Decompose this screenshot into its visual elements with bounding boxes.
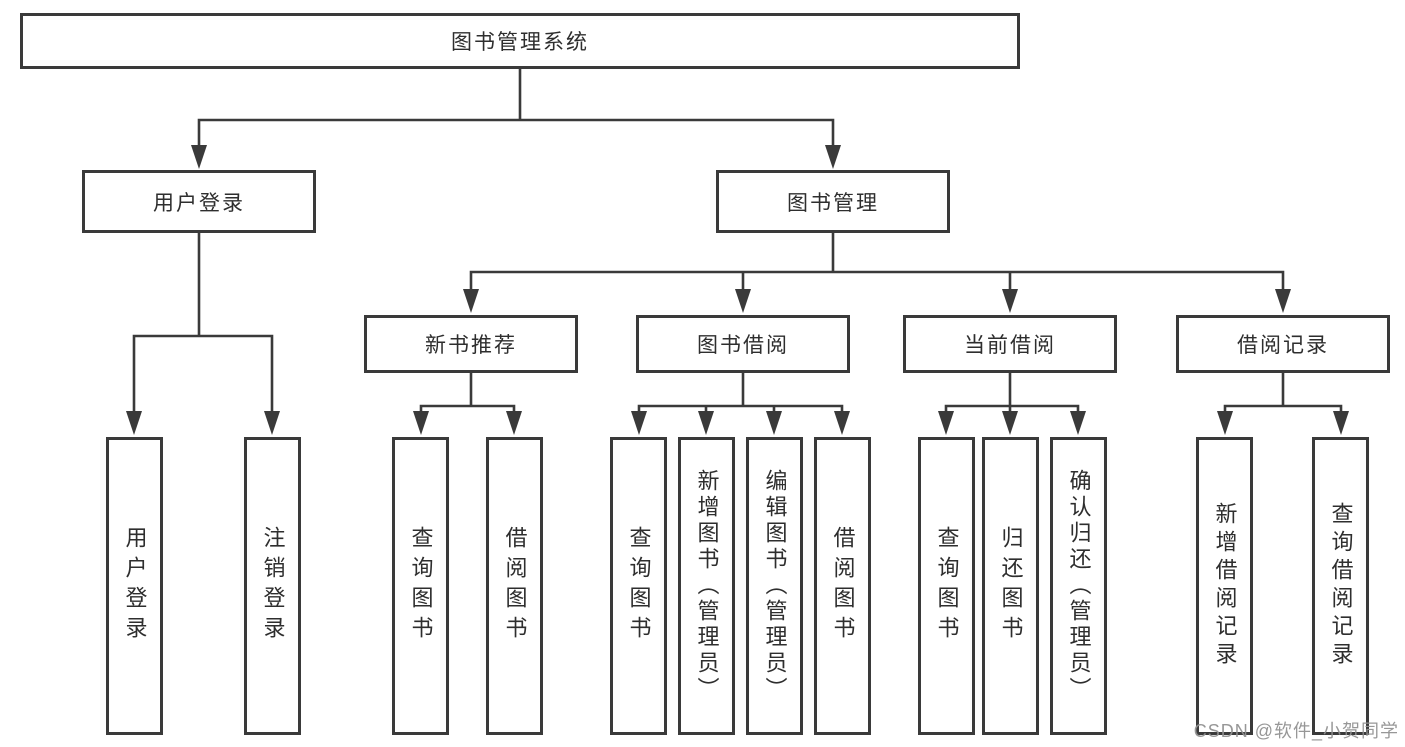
node-borrowing-records-label: 借阅记录 — [1237, 334, 1329, 357]
leaf-confirm-return-admin: 确认归还（管理员） — [1050, 437, 1107, 735]
arrow-records — [1275, 289, 1291, 313]
connector-records-bar — [1223, 404, 1343, 414]
leaf-edit-book-admin: 编辑图书（管理员） — [746, 437, 803, 735]
connector-current-bar — [944, 404, 1080, 414]
node-new-book-recommendation: 新书推荐 — [364, 315, 578, 373]
node-root-system: 图书管理系统 — [20, 13, 1020, 69]
leaf-add-book-admin: 新增图书（管理员） — [678, 437, 735, 735]
leaf-return-book: 归还图书 — [982, 437, 1039, 735]
leaf-borrow-books: 借阅图书 — [814, 437, 871, 735]
leaf-query-borrow-record: 查询借阅记录 — [1312, 437, 1369, 735]
leaf-borrow-books-recommend: 借阅图书 — [486, 437, 543, 735]
node-book-management-label: 图书管理 — [787, 191, 879, 215]
leaf-query-books-borrow-label: 查询图书 — [626, 526, 652, 646]
arrow-borrow — [735, 289, 751, 313]
leaf-edit-book-admin-label: 编辑图书（管理员） — [762, 469, 788, 703]
csdn-watermark: CSDN @软件_小贺同学 — [1193, 721, 1399, 741]
arrow-book-mgmt — [825, 145, 841, 169]
leaf-query-books-recommend: 查询图书 — [392, 437, 449, 735]
leaf-add-borrow-record: 新增借阅记录 — [1196, 437, 1253, 735]
node-root-system-label: 图书管理系统 — [451, 31, 589, 54]
node-book-borrowing: 图书借阅 — [636, 315, 850, 373]
node-book-management: 图书管理 — [716, 170, 950, 233]
leaf-query-books-borrow: 查询图书 — [610, 437, 667, 735]
leaf-query-books-recommend-label: 查询图书 — [408, 526, 434, 646]
connector-newbook-bar — [419, 404, 516, 414]
connector-borrow-bar — [637, 404, 844, 414]
leaf-return-book-label: 归还图书 — [998, 526, 1024, 646]
leaf-confirm-return-admin-label: 确认归还（管理员） — [1066, 469, 1092, 703]
connector-level3-bar — [469, 270, 1285, 291]
node-new-book-recommendation-label: 新书推荐 — [425, 334, 517, 357]
node-current-borrowing: 当前借阅 — [903, 315, 1117, 373]
connector-level2-bar — [197, 118, 835, 148]
node-user-login: 用户登录 — [82, 170, 316, 233]
leaf-add-book-admin-label: 新增图书（管理员） — [694, 469, 720, 703]
node-borrowing-records: 借阅记录 — [1176, 315, 1390, 373]
leaf-query-borrow-record-label: 查询借阅记录 — [1328, 502, 1354, 670]
arrow-current — [1002, 289, 1018, 313]
leaf-logout: 注销登录 — [244, 437, 301, 735]
leaf-query-books-current-label: 查询图书 — [934, 526, 960, 646]
arrow-user-login — [191, 145, 207, 169]
connector-user-login-bar — [132, 334, 274, 414]
leaf-logout-label: 注销登录 — [260, 526, 286, 646]
leaf-add-borrow-record-label: 新增借阅记录 — [1212, 502, 1238, 670]
node-current-borrowing-label: 当前借阅 — [964, 334, 1056, 357]
leaf-query-books-current: 查询图书 — [918, 437, 975, 735]
node-user-login-label: 用户登录 — [153, 191, 245, 215]
arrow-newbook — [463, 289, 479, 313]
leaf-borrow-books-label: 借阅图书 — [830, 526, 856, 646]
leaf-borrow-books-recommend-label: 借阅图书 — [502, 526, 528, 646]
leaf-user-login-label: 用户登录 — [122, 526, 148, 646]
node-book-borrowing-label: 图书借阅 — [697, 334, 789, 357]
leaf-user-login: 用户登录 — [106, 437, 163, 735]
